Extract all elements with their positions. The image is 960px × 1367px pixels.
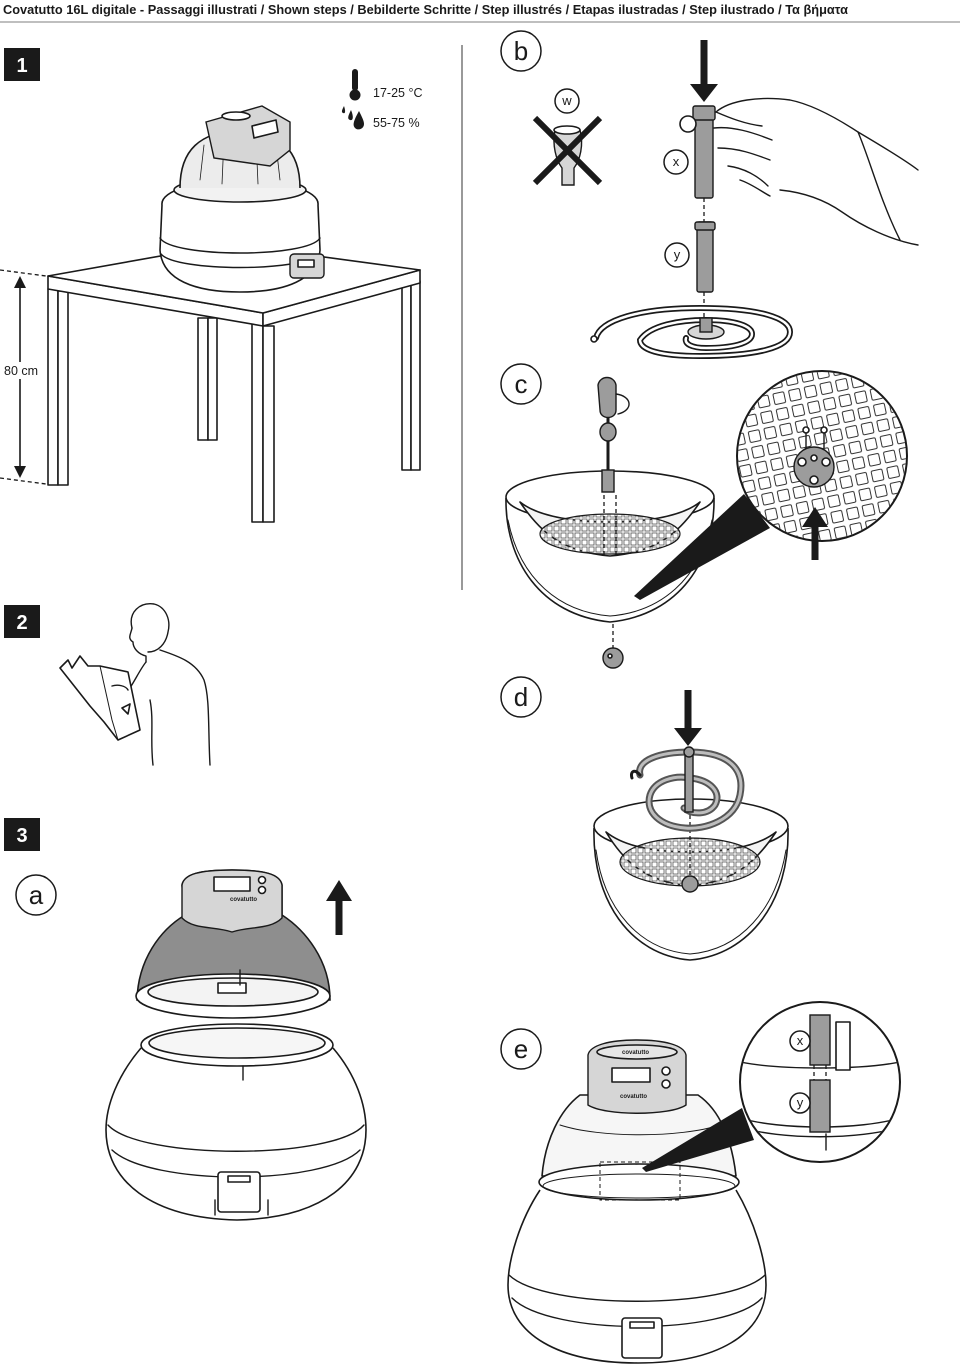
table-height-label: 80 cm [4, 364, 38, 378]
substep-e-marker: e [500, 1028, 542, 1070]
substep-d-marker: d [500, 676, 542, 718]
incubator-top-cover: covatutto [135, 869, 331, 1019]
brand-logo: covatutto [622, 1050, 649, 1056]
hand [713, 97, 919, 246]
step-2-badge: 2 [4, 605, 40, 638]
arrow-up-icon [326, 880, 352, 935]
arrow-down-icon [690, 40, 718, 102]
part-label-y: y [664, 242, 690, 268]
display-screen [213, 876, 251, 892]
egg-turner-spiral [630, 746, 745, 832]
thermometer-icon [349, 69, 361, 101]
brand-logo: covatutto [230, 897, 257, 903]
egg-turner-spiral [590, 304, 794, 360]
zoom-detail-e [642, 1001, 901, 1172]
zoom-detail-c [634, 370, 908, 600]
display-screen [611, 1067, 651, 1083]
cross-icon [532, 115, 603, 186]
step-number: 2 [16, 612, 27, 634]
svg-text:y: y [797, 1095, 804, 1110]
substep-letter: a [29, 880, 44, 910]
incubator-on-table [159, 105, 325, 293]
unused-part-w [532, 115, 603, 186]
svg-text:x: x [797, 1033, 804, 1048]
substep-a-marker: a [15, 874, 57, 916]
turner-sleeve-y [694, 221, 716, 293]
incubator-base [105, 1023, 367, 1221]
table-height-marker: 80 cm [0, 269, 47, 485]
svg-text:x: x [673, 154, 680, 169]
brand-logo: covatutto [620, 1094, 647, 1100]
step-number: 3 [16, 825, 27, 847]
substep-c-marker: c [500, 363, 542, 405]
step-1-badge: 1 [4, 48, 40, 81]
step-number: 1 [16, 55, 27, 77]
turner-shaft-x [679, 105, 716, 199]
step-3-badge: 3 [4, 818, 40, 851]
substep-letter: d [514, 682, 528, 712]
svg-text:y: y [674, 247, 681, 262]
substep-b-marker: b [500, 30, 542, 72]
substep-letter: b [514, 36, 528, 66]
substep-letter: c [515, 369, 528, 399]
incubator-base-open [593, 798, 789, 961]
part-label-y: y [789, 1092, 811, 1114]
page-title: Covatutto 16L digitale - Passaggi illust… [3, 2, 848, 17]
incubator-base-open [505, 470, 715, 623]
humidity-range: 55-75 % [373, 116, 420, 130]
temperature-range: 17-25 °C [373, 86, 422, 100]
part-label-x: x [663, 149, 689, 175]
arrow-down-icon [674, 690, 702, 746]
part-label-w: w [554, 88, 580, 114]
turner-shaft-assembly [597, 376, 630, 555]
page-header: Covatutto 16L digitale - Passaggi illust… [0, 2, 960, 23]
arrow-up-icon [802, 507, 828, 560]
incubator-assembled: covatutto covatutto [507, 1039, 767, 1364]
turner-bottom-cap [602, 624, 624, 669]
substep-letter: e [514, 1034, 528, 1064]
svg-text:w: w [561, 93, 572, 108]
person-reading-manual [59, 603, 211, 766]
water-drops-icon [341, 106, 364, 130]
display-screen [251, 119, 279, 139]
part-label-x: x [789, 1030, 811, 1052]
